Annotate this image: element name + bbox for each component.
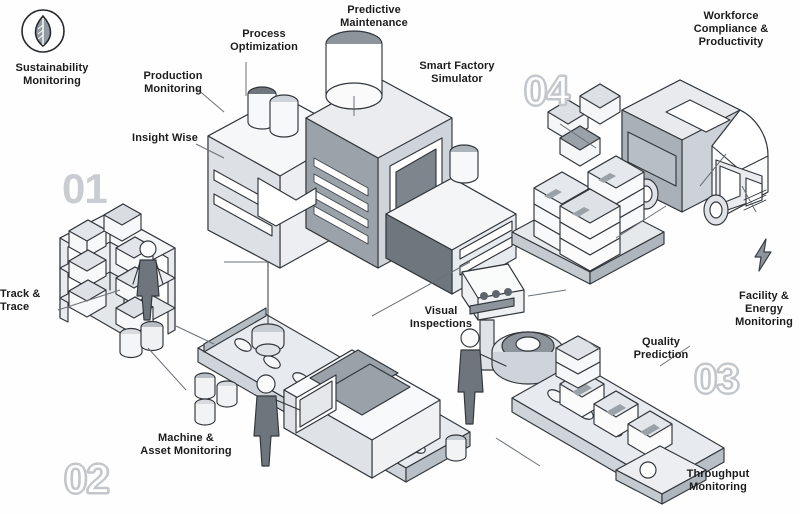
step-number-01: 01 (62, 165, 108, 212)
label-predictive-maintenance: Predictive Maintenance (340, 4, 408, 29)
visual-inspection-camera (461, 263, 525, 371)
sustainability-leaf-badge (20, 8, 66, 54)
step-number-02: 02 (63, 455, 111, 502)
label-process-optimization: Process Optimization (230, 28, 298, 53)
palletized-box-stack (511, 155, 665, 285)
label-facility-energy-monitoring: Facility & Energy Monitoring (735, 290, 793, 328)
step-number-03: 03 (693, 355, 741, 402)
output-pallet (615, 445, 707, 505)
label-smart-factory-simulator: Smart Factory Simulator (419, 60, 495, 85)
factory-building (207, 30, 517, 295)
storage-drums-mid (194, 372, 238, 426)
production-line-worker (253, 374, 301, 467)
label-insight-wise: Insight Wise (132, 132, 198, 144)
label-quality-prediction: Quality Prediction (633, 336, 689, 361)
cnc-machine-unit (283, 349, 441, 479)
label-machine-asset-monitoring: Machine & Asset Monitoring (140, 432, 232, 457)
label-throughput-monitoring: Throughput Monitoring (686, 468, 750, 493)
step-number-04: 04 (523, 67, 571, 114)
warehouse-worker-figure (132, 240, 164, 321)
storage-drums-left (119, 320, 164, 359)
label-sustainability-monitoring: Sustainability Monitoring (15, 62, 89, 87)
label-track-and-trace: Track & Trace (0, 288, 41, 313)
end-drum (445, 434, 467, 462)
label-workforce-compliance: Workforce Compliance & Productivity (693, 10, 769, 48)
scanner-tower (555, 335, 601, 389)
lightning-bolt-icon (752, 238, 774, 277)
label-production-monitoring: Production Monitoring (143, 70, 203, 95)
warehouse-shelving-rack (59, 203, 176, 336)
inspection-worker-figure (457, 328, 507, 425)
leaf-drop-icon (21, 9, 65, 53)
label-visual-inspections: Visual Inspections (409, 305, 473, 330)
robotic-gripper-arm (251, 259, 285, 357)
